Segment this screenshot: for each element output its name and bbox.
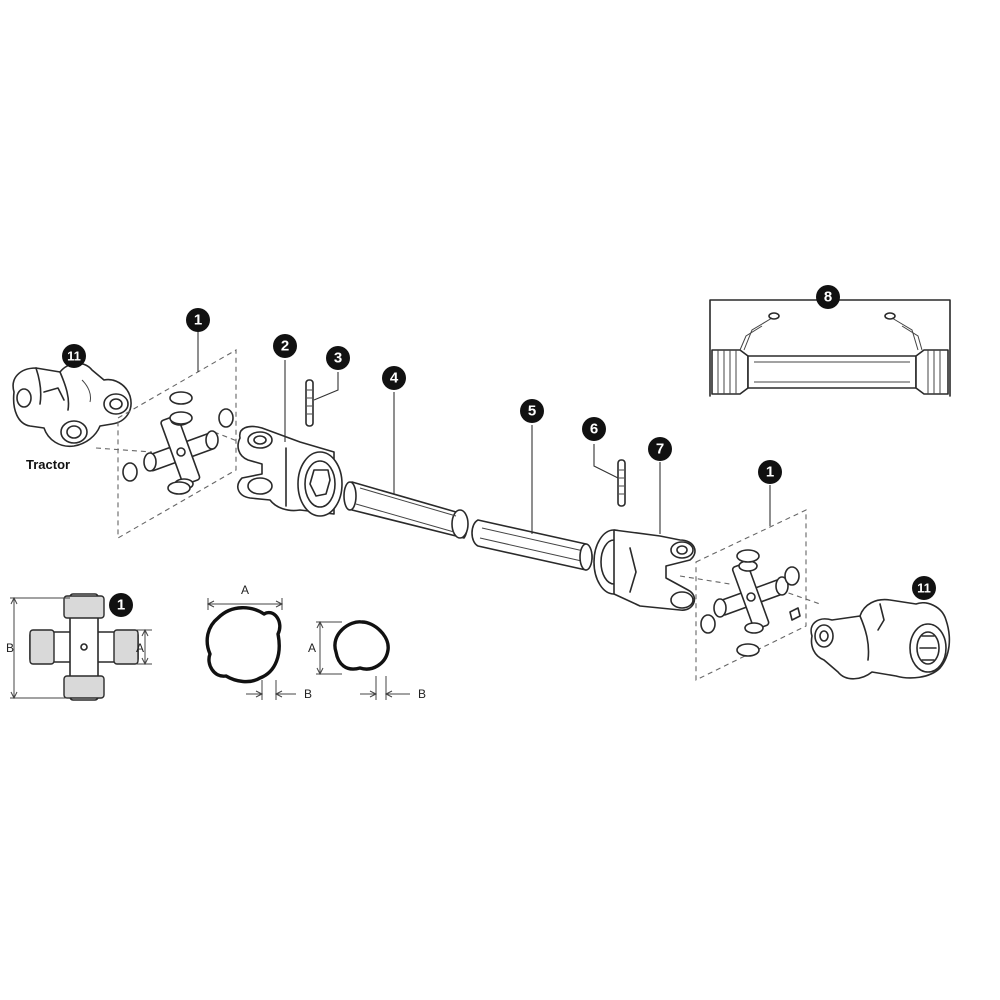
tube-yoke-right xyxy=(593,529,696,611)
callout-3: 3 xyxy=(326,346,350,370)
callout-11-right-text: 11 xyxy=(917,581,931,596)
safety-shield-inset xyxy=(709,299,951,397)
cross-dim-b: B xyxy=(6,641,14,655)
callout-1-right: 1 xyxy=(758,460,782,484)
callout-11-left: 11 xyxy=(62,344,86,368)
callout-11-left-text: 11 xyxy=(67,349,81,364)
callout-3-text: 3 xyxy=(334,350,342,367)
outer-tube xyxy=(343,481,469,539)
spring-pin-left xyxy=(305,379,314,427)
callout-1-detail-text: 1 xyxy=(117,597,125,614)
callout-2-text: 2 xyxy=(281,338,289,355)
callout-1-right-text: 1 xyxy=(766,464,774,481)
callout-7: 7 xyxy=(648,437,672,461)
spring-pin-right xyxy=(617,459,626,507)
cross-dimension-detail xyxy=(10,593,152,701)
callout-4-text: 4 xyxy=(390,370,399,387)
callout-8-text: 8 xyxy=(824,289,832,306)
triangle-dim-b: B xyxy=(418,687,426,701)
callout-5: 5 xyxy=(520,399,544,423)
callout-2: 2 xyxy=(273,334,297,358)
callout-5-text: 5 xyxy=(528,403,536,420)
implement-yoke xyxy=(810,598,951,680)
callout-1-left: 1 xyxy=(186,308,210,332)
cross-dim-a: A xyxy=(136,641,144,655)
callout-1-left-text: 1 xyxy=(194,312,202,329)
cross-kit-right xyxy=(679,509,821,681)
callout-8: 8 xyxy=(816,285,840,309)
inner-tube xyxy=(471,519,593,571)
lemon-tube-profile xyxy=(205,598,296,700)
tractor-label: Tractor xyxy=(26,457,70,472)
leader-6 xyxy=(593,444,619,479)
leader-3 xyxy=(313,372,339,401)
lemon-dim-a: A xyxy=(241,583,249,597)
callout-6: 6 xyxy=(582,417,606,441)
cross-kit-left xyxy=(95,349,251,539)
triangle-tube-profile xyxy=(316,620,410,700)
lemon-dim-b: B xyxy=(304,687,312,701)
triangle-dim-a: A xyxy=(308,641,316,655)
callout-6-text: 6 xyxy=(590,421,598,438)
tractor-yoke xyxy=(12,362,132,448)
callout-1-detail: 1 xyxy=(109,593,133,617)
callout-7-text: 7 xyxy=(656,441,664,458)
callout-4: 4 xyxy=(382,366,406,390)
callout-11-right: 11 xyxy=(912,576,936,600)
tube-yoke-left xyxy=(237,425,343,517)
